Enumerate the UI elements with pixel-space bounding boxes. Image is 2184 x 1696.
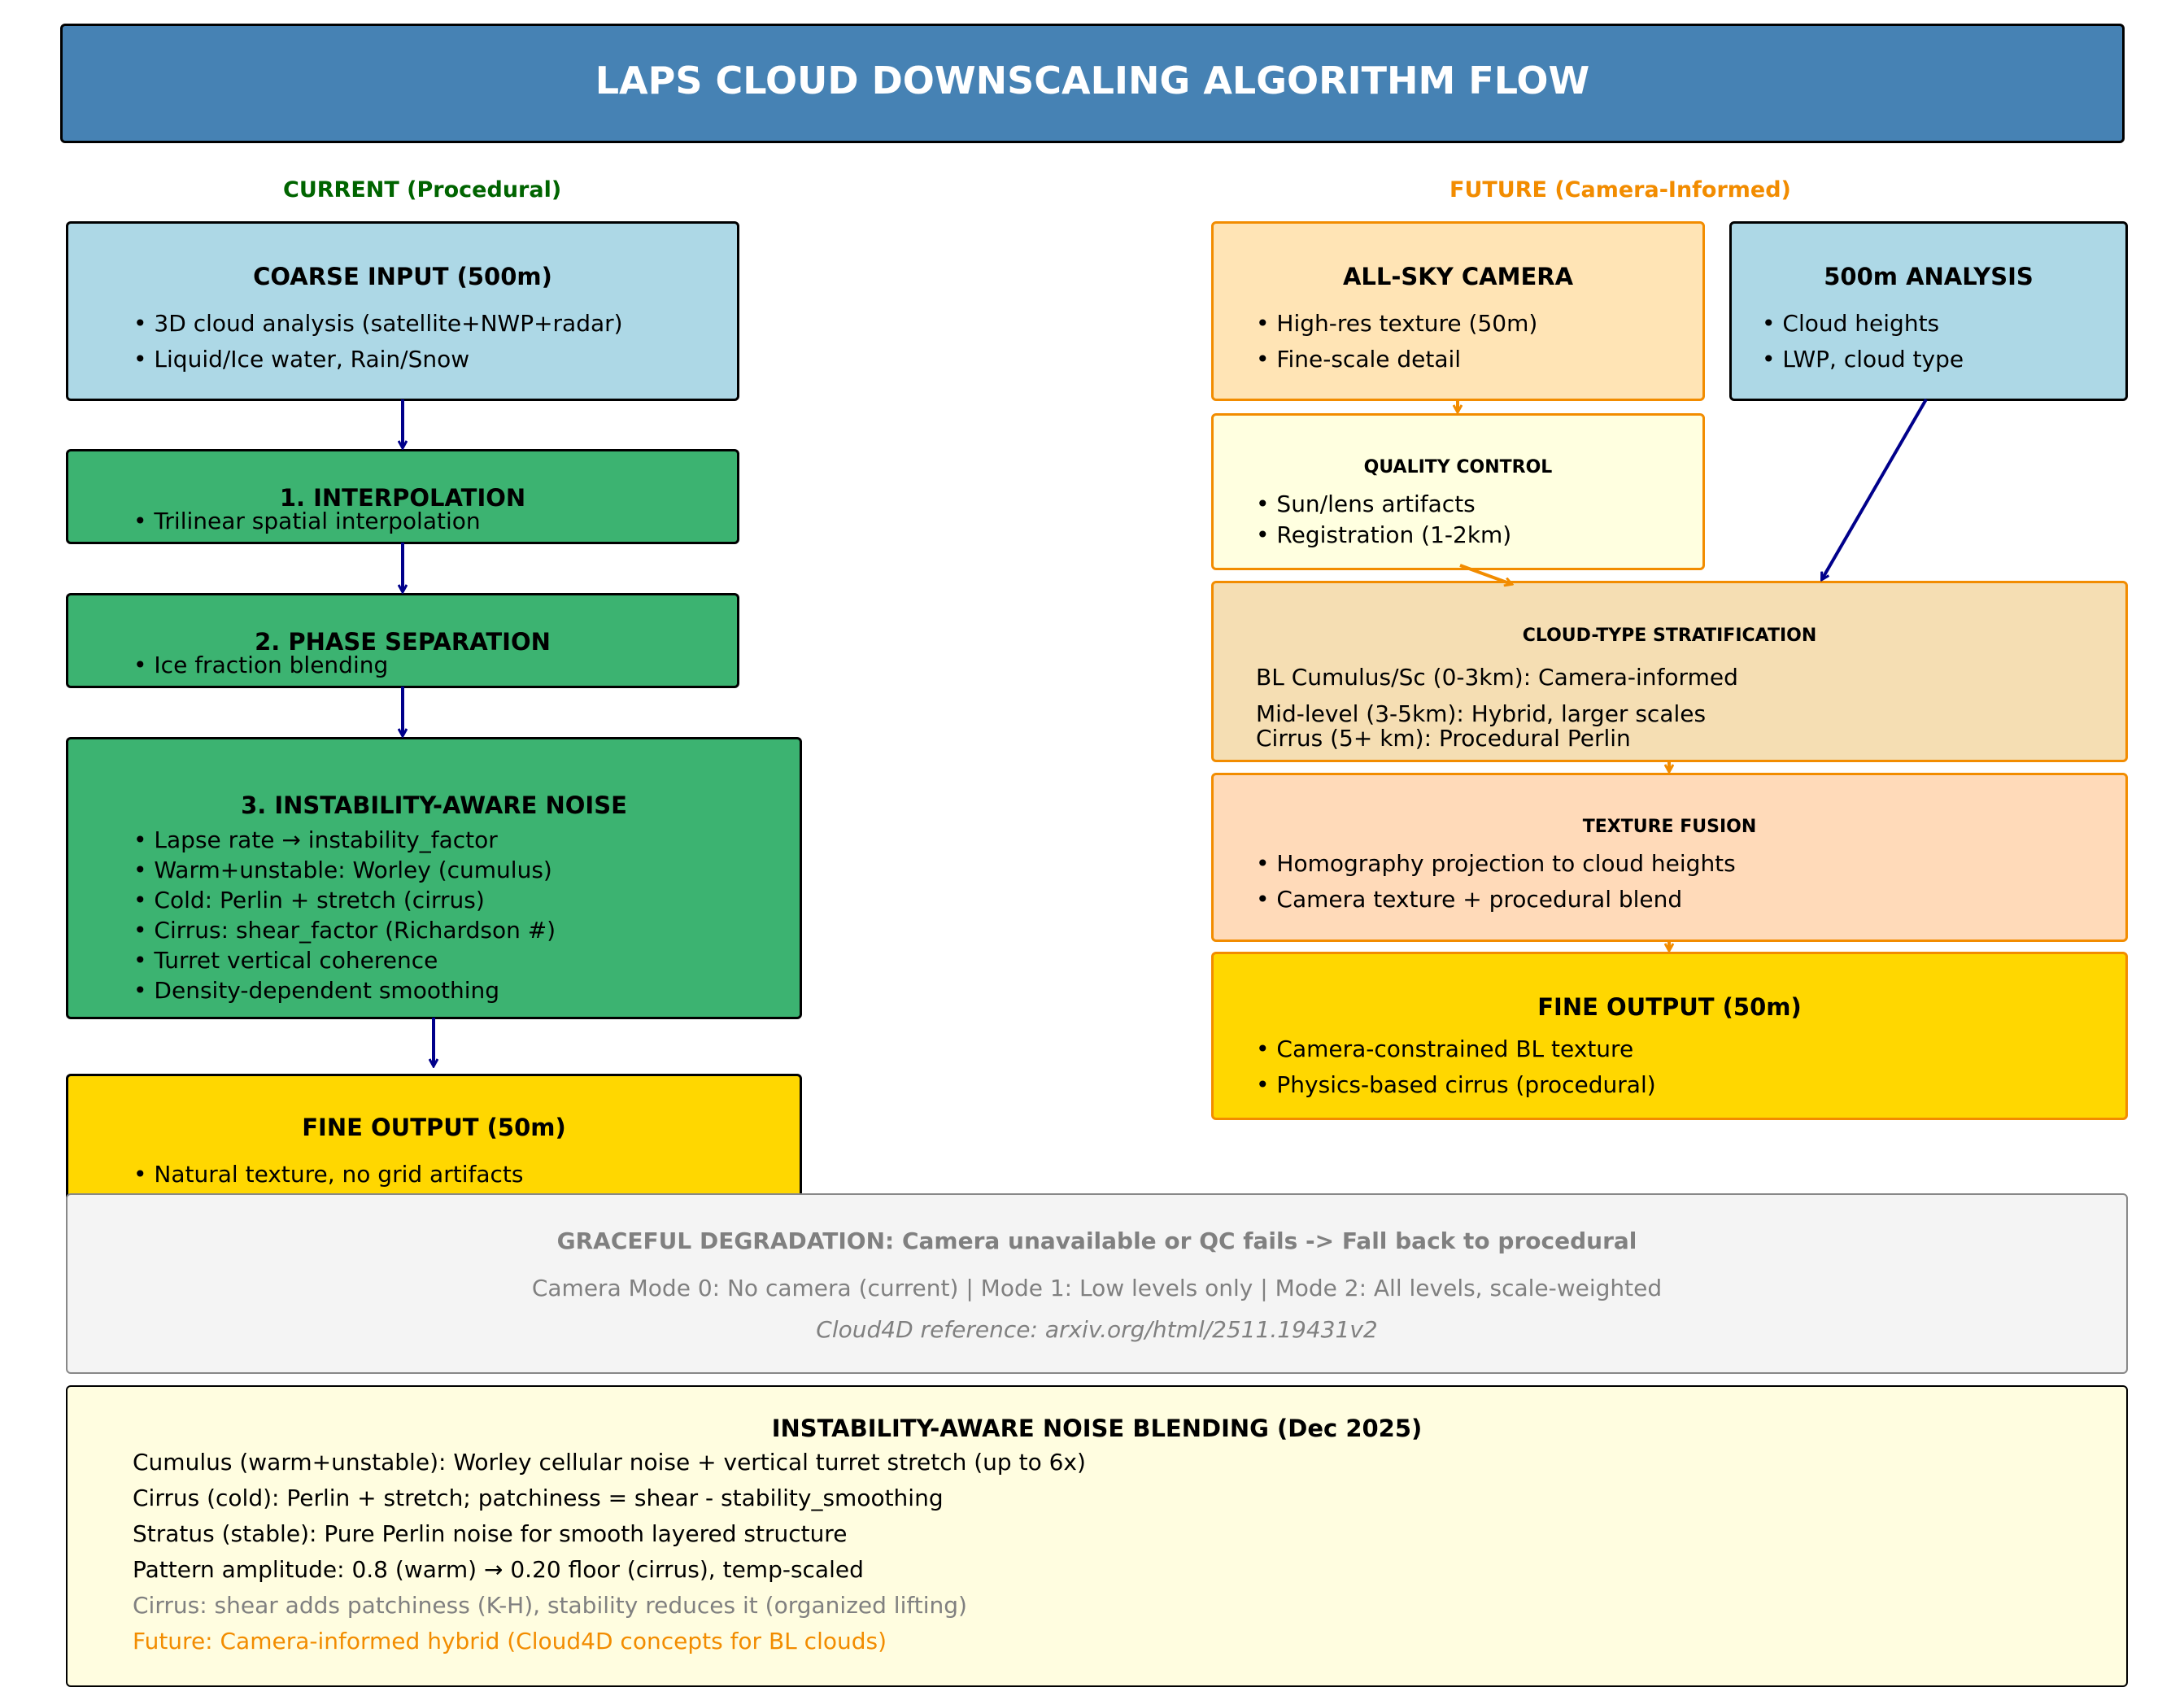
- noise-blending-box: INSTABILITY-AWARE NOISE BLENDING (Dec 20…: [66, 1385, 2128, 1687]
- phase-separation-title: 2. PHASE SEPARATION: [255, 628, 551, 656]
- arrow-analysis-to-stratification: [1822, 398, 1928, 579]
- analysis-500m-title: 500m ANALYSIS: [1824, 263, 2034, 290]
- coarse-input-line: • 3D cloud analysis (satellite+NWP+radar…: [133, 310, 623, 337]
- instability-noise-title: 3. INSTABILITY-AWARE NOISE: [241, 791, 627, 819]
- instability-noise-line: • Cold: Perlin + stretch (cirrus): [133, 887, 485, 913]
- instability-noise-line: • Cirrus: shear_factor (Richardson #): [133, 917, 556, 944]
- cloud-type-stratification-line: Cirrus (5+ km): Procedural Perlin: [1256, 725, 1631, 752]
- phase-separation-line: • Ice fraction blending: [133, 652, 389, 678]
- cloud-type-stratification-line: BL Cumulus/Sc (0-3km): Camera-informed: [1256, 664, 1738, 691]
- future-heading: FUTURE (Camera-Informed): [1449, 177, 1791, 203]
- future-fine-output-line: • Camera-constrained BL texture: [1256, 1035, 1634, 1062]
- noise-blending-line: Cumulus (warm+unstable): Worley cellular…: [133, 1449, 1086, 1476]
- all-sky-camera-box: ALL-SKY CAMERA • High-res texture (50m) …: [1211, 221, 1705, 401]
- cloud-type-stratification-box: CLOUD-TYPE STRATIFICATION BL Cumulus/Sc …: [1211, 581, 2128, 762]
- all-sky-camera-title: ALL-SKY CAMERA: [1342, 263, 1574, 290]
- header-banner: LAPS CLOUD DOWNSCALING ALGORITHM FLOW: [60, 24, 2125, 143]
- current-fine-output-line: • Natural texture, no grid artifacts: [133, 1161, 524, 1188]
- noise-blending-note-orange: Future: Camera-informed hybrid (Cloud4D …: [133, 1628, 887, 1655]
- interpolation-line: • Trilinear spatial interpolation: [133, 508, 481, 534]
- all-sky-camera-line: • High-res texture (50m): [1256, 310, 1538, 337]
- all-sky-camera-line: • Fine-scale detail: [1256, 346, 1462, 373]
- analysis-500m-box: 500m ANALYSIS • Cloud heights • LWP, clo…: [1729, 221, 2128, 401]
- camera-modes-text: Camera Mode 0: No camera (current) | Mod…: [531, 1275, 1663, 1301]
- analysis-500m-line: • Cloud heights: [1762, 310, 1940, 337]
- future-fine-output-title: FINE OUTPUT (50m): [1537, 993, 1802, 1021]
- instability-noise-line: • Density-dependent smoothing: [133, 977, 499, 1004]
- future-fine-output-line: • Physics-based cirrus (procedural): [1256, 1071, 1656, 1098]
- texture-fusion-box: TEXTURE FUSION • Homography projection t…: [1211, 773, 2128, 942]
- instability-noise-line: • Turret vertical coherence: [133, 947, 438, 974]
- instability-noise-line: • Warm+unstable: Worley (cumulus): [133, 857, 552, 883]
- graceful-degradation-title: GRACEFUL DEGRADATION: Camera unavailable…: [556, 1227, 1637, 1254]
- instability-noise-box: 3. INSTABILITY-AWARE NOISE • Lapse rate …: [66, 737, 802, 1019]
- coarse-input-box: COARSE INPUT (500m) • 3D cloud analysis …: [66, 221, 739, 401]
- cloud-type-stratification-title: CLOUD-TYPE STRATIFICATION: [1522, 626, 1817, 646]
- noise-blending-line: Stratus (stable): Pure Perlin noise for …: [133, 1520, 848, 1547]
- coarse-input-line: • Liquid/Ice water, Rain/Snow: [133, 346, 470, 373]
- future-fine-output-box: FINE OUTPUT (50m) • Camera-constrained B…: [1211, 952, 2128, 1120]
- graceful-degradation-box: GRACEFUL DEGRADATION: Camera unavailable…: [66, 1193, 2128, 1374]
- instability-noise-line: • Lapse rate → instability_factor: [133, 826, 498, 853]
- quality-control-line: • Registration (1-2km): [1256, 521, 1512, 548]
- noise-blending-line: Cirrus (cold): Perlin + stretch; patchin…: [133, 1485, 944, 1511]
- quality-control-box: QUALITY CONTROL • Sun/lens artifacts • R…: [1211, 413, 1705, 570]
- interpolation-title: 1. INTERPOLATION: [279, 484, 526, 512]
- noise-blending-note-gray: Cirrus: shear adds patchiness (K-H), sta…: [133, 1592, 967, 1619]
- quality-control-title: QUALITY CONTROL: [1363, 457, 1553, 477]
- current-fine-output-title: FINE OUTPUT (50m): [302, 1114, 566, 1141]
- current-heading: CURRENT (Procedural): [283, 177, 562, 203]
- texture-fusion-title: TEXTURE FUSION: [1582, 817, 1757, 837]
- cloud-type-stratification-line: Mid-level (3-5km): Hybrid, larger scales: [1256, 700, 1707, 727]
- coarse-input-title: COARSE INPUT (500m): [253, 263, 552, 290]
- quality-control-line: • Sun/lens artifacts: [1256, 490, 1476, 517]
- page-title: LAPS CLOUD DOWNSCALING ALGORITHM FLOW: [595, 59, 1590, 102]
- analysis-500m-line: • LWP, cloud type: [1762, 346, 1964, 373]
- noise-blending-line: Pattern amplitude: 0.8 (warm) → 0.20 flo…: [133, 1556, 864, 1583]
- texture-fusion-line: • Camera texture + procedural blend: [1256, 886, 1683, 913]
- texture-fusion-line: • Homography projection to cloud heights: [1256, 850, 1736, 877]
- noise-blending-title: INSTABILITY-AWARE NOISE BLENDING (Dec 20…: [771, 1415, 1423, 1442]
- arrow-qc-to-stratification: [1459, 564, 1511, 584]
- cloud4d-reference: Cloud4D reference: arxiv.org/html/2511.1…: [816, 1316, 1378, 1343]
